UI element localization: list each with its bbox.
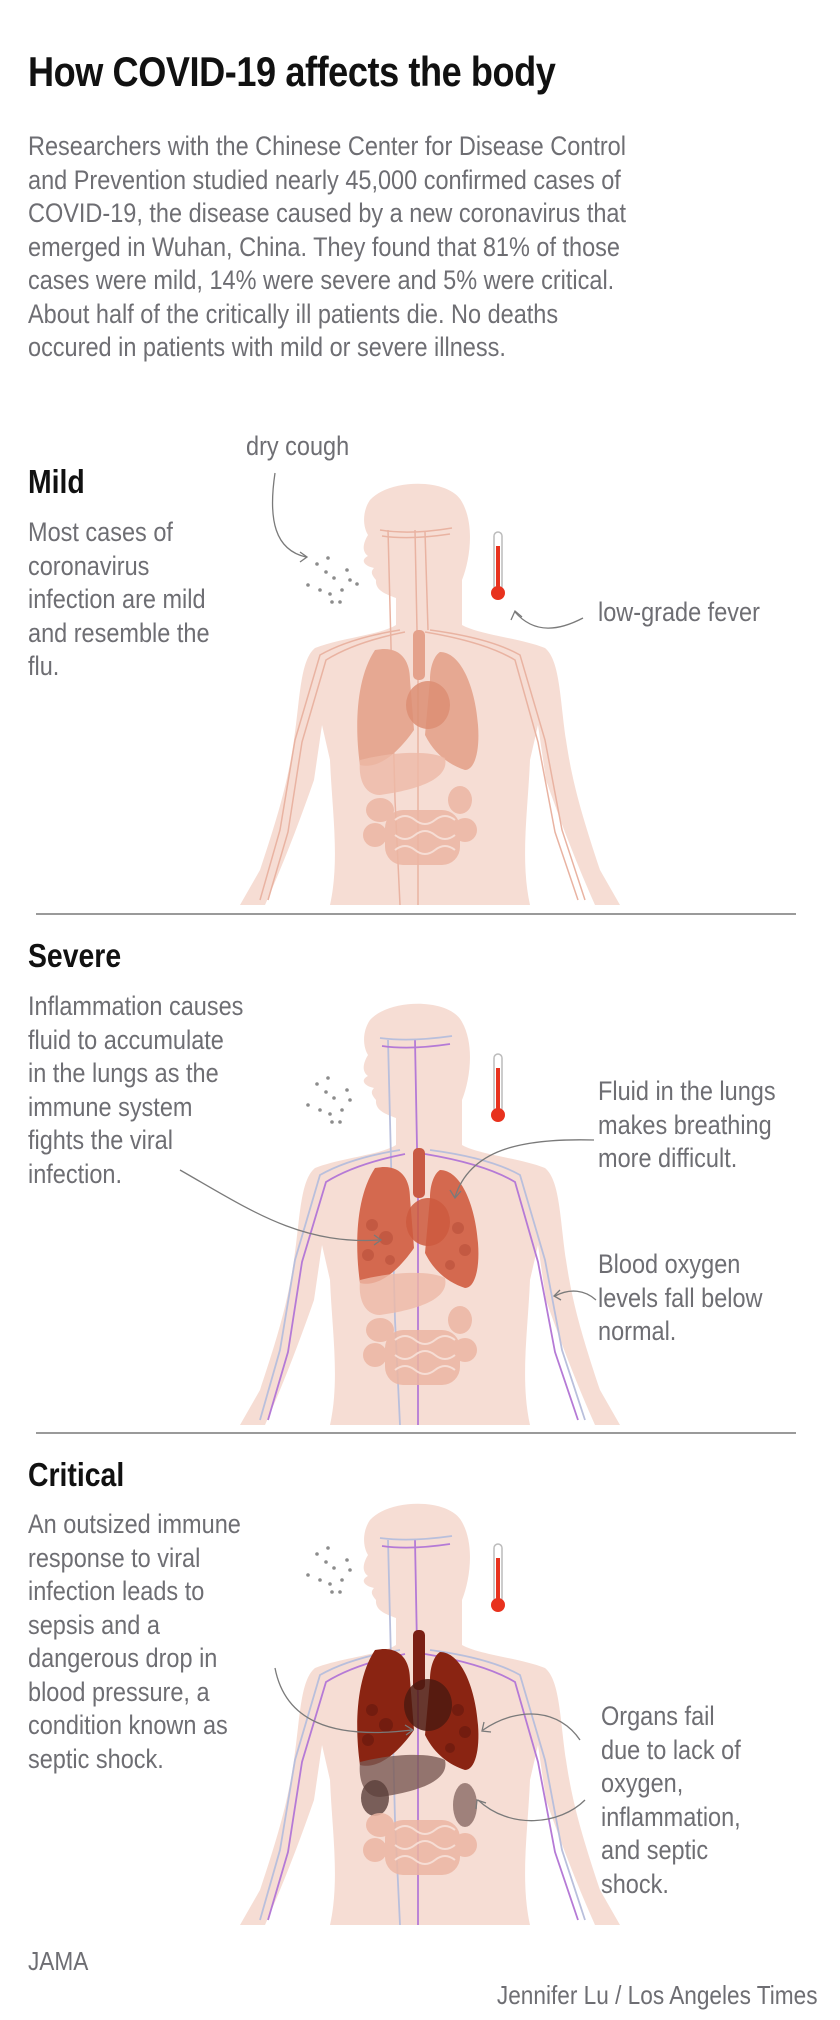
desc-line: fights the viral [28, 1125, 173, 1155]
body-figure-severe [200, 1000, 640, 1430]
thermometer-icon [491, 1053, 505, 1122]
critical-description: An outsized immune response to viral inf… [28, 1508, 241, 1776]
mild-description: Most cases of coronavirus infection are … [28, 516, 210, 684]
callout-line: more difficult. [598, 1143, 738, 1173]
callout-line: due to lack of [601, 1734, 741, 1765]
credit-label: Jennifer Lu / Los Angeles Times [497, 1980, 818, 2010]
desc-line: sepsis and a [28, 1609, 160, 1640]
callout-organs-fail: Organs fail due to lack of oxygen, infla… [601, 1700, 741, 1901]
intro-line: and Prevention studied nearly 45,000 con… [28, 164, 621, 195]
desc-line: infection are mild [28, 584, 206, 614]
severe-description: Inflammation causes fluid to accumulate … [28, 990, 243, 1191]
intro-line: Researchers with the Chinese Center for … [28, 131, 626, 161]
page-title: How COVID-19 affects the body [28, 48, 556, 95]
desc-line: in the lungs as the [28, 1058, 219, 1088]
desc-line: infection leads to [28, 1576, 205, 1606]
desc-line: and resemble the [28, 617, 210, 648]
callout-line: normal. [598, 1316, 677, 1346]
desc-line: An outsized immune [28, 1509, 241, 1539]
callout-line: dry cough [246, 431, 350, 461]
source-label: JAMA [28, 1946, 89, 1976]
intro-paragraph: Researchers with the Chinese Center for … [28, 130, 715, 365]
callout-line: makes breathing [598, 1109, 772, 1140]
callout-line: oxygen, [601, 1768, 684, 1798]
callout-line: and septic [601, 1835, 709, 1865]
desc-line: Inflammation causes [28, 991, 244, 1021]
section-title-mild: Mild [28, 463, 85, 500]
body-figure-critical [200, 1500, 640, 1930]
callout-fluid-in-lungs: Fluid in the lungs makes breathing more … [598, 1075, 776, 1176]
callout-line: Fluid in the lungs [598, 1076, 776, 1106]
desc-line: condition known as [28, 1710, 228, 1740]
callout-dry-cough: dry cough [246, 430, 349, 464]
intro-line: COVID-19, the disease caused by a new co… [28, 198, 627, 228]
callout-line: low-grade fever [598, 597, 760, 627]
desc-line: infection. [28, 1158, 123, 1189]
intro-line: About half of the critically ill patient… [28, 298, 559, 329]
intro-line: cases were mild, 14% were severe and 5% … [28, 265, 615, 295]
desc-line: blood pressure, a [28, 1676, 210, 1707]
section-title-severe: Severe [28, 937, 122, 974]
desc-line: flu. [28, 651, 60, 681]
callout-line: Organs fail [601, 1701, 715, 1731]
body-illustration [240, 1003, 620, 1426]
desc-line: Most cases of [28, 517, 173, 547]
desc-line: septic shock. [28, 1743, 164, 1774]
desc-line: fluid to accumulate [28, 1024, 224, 1055]
intro-line: occured in patients with mild or severe … [28, 332, 506, 362]
desc-line: response to viral [28, 1542, 201, 1573]
section-divider [36, 913, 796, 915]
body-illustration [240, 1503, 620, 1926]
section-title-critical: Critical [28, 1456, 125, 1493]
desc-line: immune system [28, 1091, 193, 1122]
callout-line: levels fall below [598, 1282, 763, 1313]
thermometer-icon [491, 531, 505, 600]
callout-line: inflammation, [601, 1801, 741, 1832]
callout-line: Blood oxygen [598, 1249, 741, 1279]
thermometer-icon [491, 1543, 505, 1612]
section-divider [36, 1432, 796, 1434]
desc-line: dangerous drop in [28, 1643, 218, 1673]
callout-low-grade-fever: low-grade fever [598, 596, 760, 630]
body-illustration [240, 483, 620, 906]
intro-line: emerged in Wuhan, China. They found that… [28, 231, 620, 262]
body-figure-mild [200, 480, 640, 910]
desc-line: coronavirus [28, 550, 150, 581]
callout-blood-oxygen: Blood oxygen levels fall below normal. [598, 1248, 763, 1349]
callout-line: shock. [601, 1868, 669, 1899]
